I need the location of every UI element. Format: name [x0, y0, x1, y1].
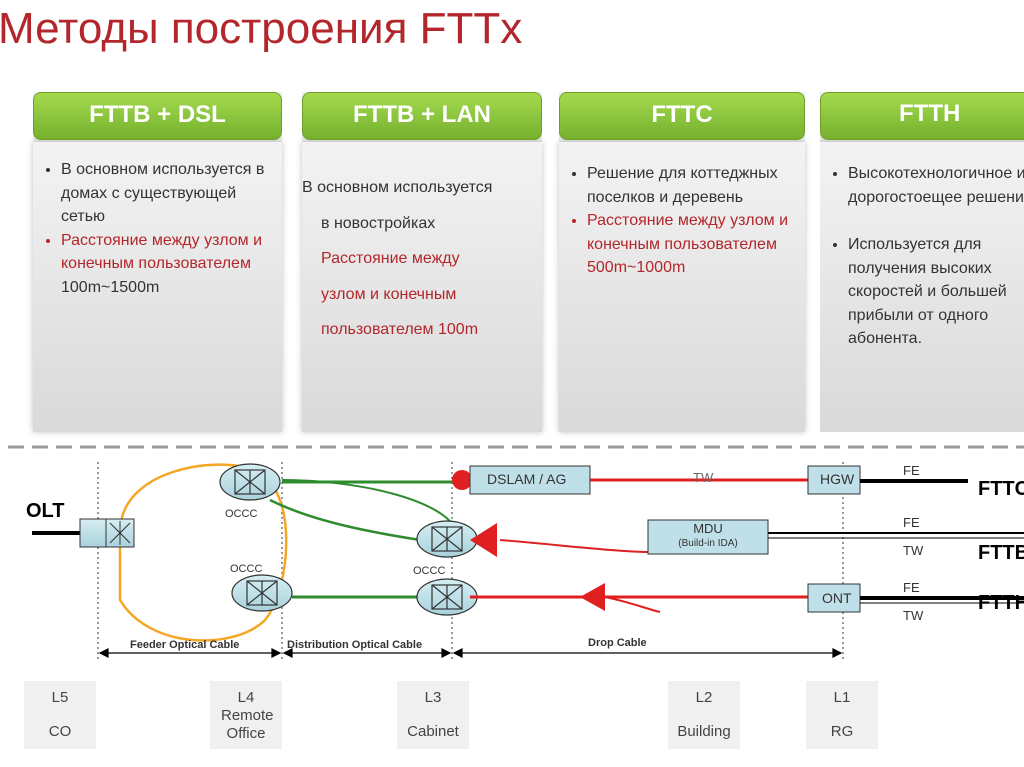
mdu-label: MDU: [693, 521, 723, 536]
mdu-box: [647, 519, 769, 555]
occc-node: [219, 463, 281, 501]
card-body: [559, 142, 805, 432]
level-box-l5: L5 CO: [24, 681, 96, 749]
dslam-label: DSLAM / AG: [487, 471, 567, 487]
end-lines: [768, 479, 1024, 604]
card-header: FTTB + LAN: [302, 92, 542, 140]
tw-label: TW: [903, 608, 924, 623]
bullet: Расстояние между узлом и конечным пользо…: [61, 229, 278, 300]
card-header: FTTH: [820, 92, 1024, 140]
hgw-label: HGW: [820, 471, 855, 487]
ont-label: ONT: [822, 590, 852, 606]
card-text: Высокотехнологичное и дорогостоещее реше…: [828, 162, 1024, 351]
fe-label: FE: [903, 580, 920, 595]
dslam-box: [469, 465, 591, 495]
occc-label: OCCC: [225, 508, 258, 520]
bullet: Высокотехнологичное и дорогостоещее реше…: [848, 162, 1024, 209]
mdu-sublabel: (Build-in IDA): [678, 538, 738, 549]
occc-node: [416, 520, 478, 558]
card-fttc: FTTC Решение для коттеджных поселков и д…: [559, 92, 805, 432]
ftt-label-fttc: FTTC: [978, 478, 1024, 500]
occc-label: OCCC: [230, 563, 263, 575]
feeder-cable-label: Feeder Optical Cable: [130, 639, 240, 651]
text-line: в новостройках: [321, 214, 436, 232]
level-box-l2: L2 Building: [668, 681, 740, 749]
feeder-ring: [118, 463, 288, 642]
bullet-text: Расстояние между узлом и конечным пользо…: [61, 231, 263, 273]
olt-device: [79, 518, 135, 548]
drop-cable-label: Drop Cable: [588, 637, 647, 649]
occc-node: [416, 578, 478, 616]
tw-label: TW: [903, 543, 924, 558]
card-text: В основном используется в домах с сущест…: [41, 158, 278, 299]
level-box-l1: L1 RG: [806, 681, 878, 749]
dimension-arrows: [98, 648, 843, 658]
card-header: FTTC: [559, 92, 805, 140]
text-line: В основном используется: [302, 179, 493, 196]
splitter-triangle: [580, 583, 605, 611]
hgw-box: [807, 465, 861, 495]
card-ftth: FTTH Высокотехнологичное и дорогостоещее…: [820, 92, 1024, 432]
card-text: Решение для коттеджных поселков и дереве…: [567, 162, 801, 280]
level-box-l3: L3 Cabinet: [397, 681, 469, 749]
fe-label: FE: [903, 515, 920, 530]
bullet-value: 100m~1500m: [61, 278, 160, 296]
card-text: В основном используется в новостройках Р…: [302, 170, 538, 348]
page-title: Методы построения FTTx: [0, 4, 523, 53]
occc-label: OCCC: [413, 565, 446, 577]
card-body: [820, 142, 1024, 432]
green-fibers: [269, 479, 458, 599]
card-fttb-dsl: FTTB + DSL В основном используется в дом…: [33, 92, 282, 432]
ftt-label-ftth: FTTH: [978, 592, 1024, 614]
card-body: [33, 142, 282, 432]
dslam-connector: [452, 470, 472, 490]
bullet: Используется для получения высоких скоро…: [848, 233, 1024, 351]
bullet: В основном используется в домах с сущест…: [61, 158, 278, 229]
card-body: [302, 142, 542, 432]
text-line: Расстояние между: [321, 250, 460, 267]
fe-label: FE: [903, 463, 920, 478]
splitter-triangle: [470, 523, 497, 557]
bullet: Расстояние между узлом и конечным пользо…: [587, 209, 801, 280]
level-lines: [97, 462, 844, 660]
tw-label: TW: [693, 470, 714, 485]
occc-node: [231, 574, 293, 612]
card-header: FTTB + DSL: [33, 92, 282, 140]
text-line: узлом и конечным: [321, 285, 457, 303]
ftt-label-fttb: FTTB: [978, 542, 1024, 564]
olt-label: OLT: [26, 500, 65, 522]
bullet: Решение для коттеджных поселков и дереве…: [587, 162, 801, 209]
level-box-l4: L4 Remote Office: [210, 681, 282, 749]
text-line: пользователем 100m: [321, 321, 479, 338]
distribution-cable-label: Distribution Optical Cable: [287, 639, 423, 651]
card-fttb-lan: FTTB + LAN В основном используется в нов…: [302, 92, 542, 432]
